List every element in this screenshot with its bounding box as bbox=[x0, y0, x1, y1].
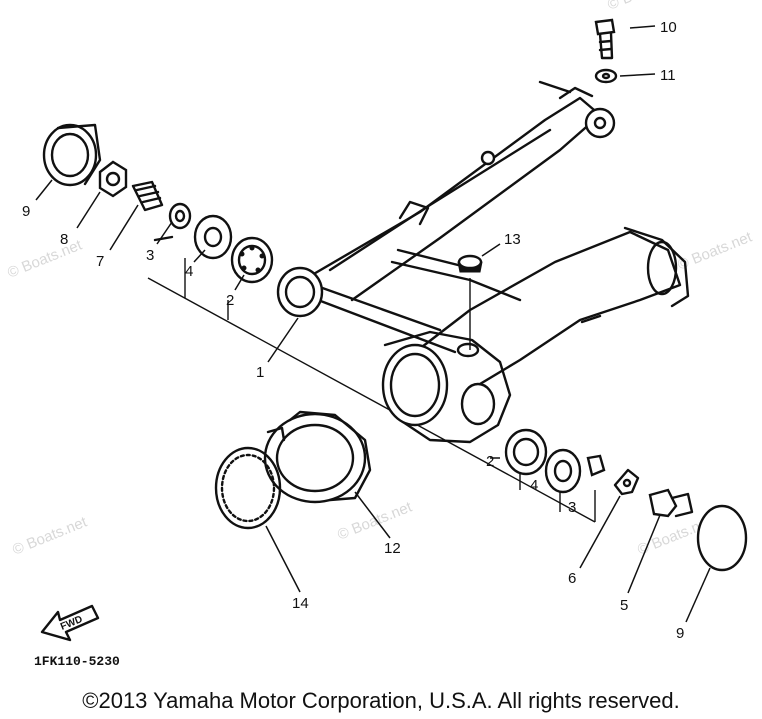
watermark: © Boats.net bbox=[605, 0, 685, 14]
callout-13: 13 bbox=[504, 231, 521, 248]
copyright-notice: ©2013 Yamaha Motor Corporation, U.S.A. A… bbox=[82, 688, 680, 713]
left-side-hardware bbox=[42, 123, 274, 284]
callout-9: 9 bbox=[676, 625, 684, 642]
callout-10: 10 bbox=[660, 19, 677, 36]
diagram-code: 1FK110-5230 bbox=[34, 654, 120, 669]
fwd-arrow: FWD bbox=[40, 604, 100, 642]
callout-4: 4 bbox=[185, 263, 193, 280]
right-side-hardware bbox=[504, 428, 748, 572]
callout-labels: 9 8 7 3 4 2 1 10 11 13 2 4 3 6 5 9 12 14 bbox=[22, 19, 684, 642]
swingarm-part-1 bbox=[153, 80, 690, 444]
callout-11: 11 bbox=[660, 67, 676, 84]
callout-6: 6 bbox=[568, 570, 576, 587]
callout-12: 12 bbox=[384, 540, 401, 557]
callout-14: 14 bbox=[292, 595, 309, 612]
callout-4: 4 bbox=[530, 477, 538, 494]
assembly-axis-lines bbox=[147, 258, 596, 523]
watermark: © Boats.net bbox=[10, 513, 90, 559]
callout-3: 3 bbox=[568, 499, 576, 516]
watermark: © Boats.net bbox=[5, 236, 85, 282]
callout-2: 2 bbox=[486, 453, 494, 470]
callout-7: 7 bbox=[96, 253, 104, 270]
watermark: © Boats.net bbox=[675, 228, 755, 274]
leader-lines bbox=[35, 25, 711, 623]
callout-5: 5 bbox=[620, 597, 628, 614]
cap-13 bbox=[457, 254, 483, 273]
callout-1: 1 bbox=[256, 364, 264, 381]
callout-8: 8 bbox=[60, 231, 68, 248]
callout-3: 3 bbox=[146, 247, 154, 264]
callout-2: 2 bbox=[226, 292, 234, 309]
callout-9: 9 bbox=[22, 203, 30, 220]
guard-12-ring-14 bbox=[214, 410, 372, 530]
watermark: © Boats.net bbox=[335, 498, 415, 544]
top-bolt-washer bbox=[594, 18, 618, 84]
